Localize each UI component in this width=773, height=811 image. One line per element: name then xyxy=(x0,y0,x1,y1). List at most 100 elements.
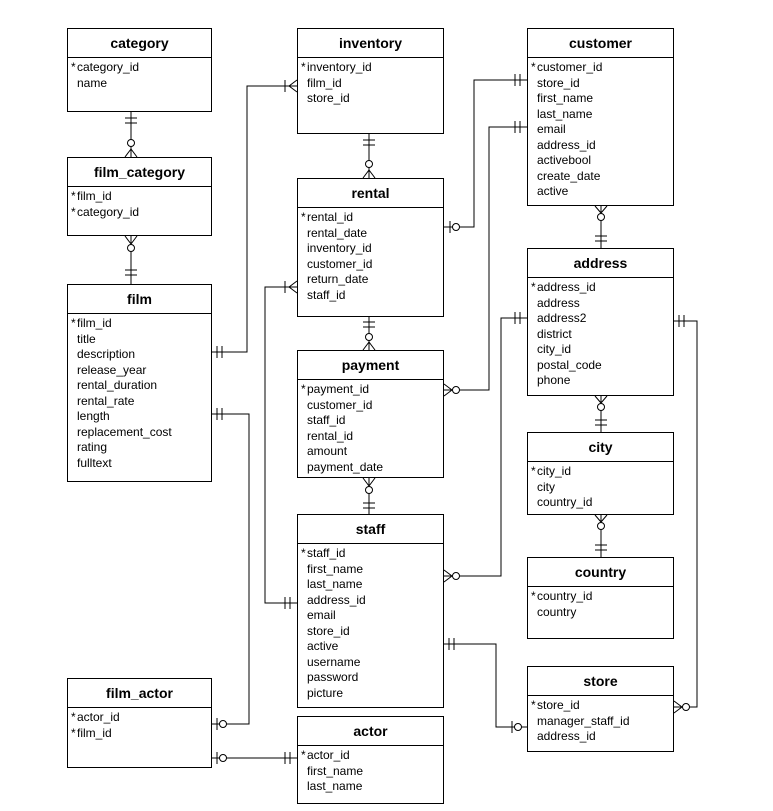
field-name: actor_id xyxy=(77,710,120,724)
rel-staff-payment xyxy=(362,477,376,514)
field-row: country_id xyxy=(528,495,673,511)
field-list: *staff_id first_name last_name address_i… xyxy=(298,544,443,701)
field-list: *film_id title description release_year … xyxy=(68,314,211,471)
field-row: film_id xyxy=(298,76,443,92)
field-name: address_id xyxy=(537,280,596,294)
field-name: staff_id xyxy=(307,546,346,560)
field-row: *city_id xyxy=(528,464,673,480)
primary-key-marker: * xyxy=(71,710,76,724)
field-name: rental_rate xyxy=(77,393,135,408)
entity-title: store xyxy=(528,667,673,696)
rel-staff-rental xyxy=(264,280,298,609)
field-row: description xyxy=(68,347,211,363)
field-row: store_id xyxy=(528,76,673,92)
entity-category[interactable]: category *category_id name xyxy=(67,28,212,112)
field-name: category_id xyxy=(77,60,140,74)
field-row: address2 xyxy=(528,311,673,327)
field-name: create_date xyxy=(537,168,601,183)
field-row: last_name xyxy=(528,107,673,123)
primary-key-marker: * xyxy=(531,280,536,294)
field-name: address_id xyxy=(307,592,366,607)
field-list: *country_id country xyxy=(528,587,673,620)
entity-staff[interactable]: staff *staff_id first_name last_name add… xyxy=(297,514,444,708)
primary-key-marker: * xyxy=(71,316,76,330)
field-row: country xyxy=(528,605,673,621)
field-row: payment_date xyxy=(298,460,443,476)
field-name: username xyxy=(307,654,361,669)
primary-key-marker: * xyxy=(301,210,306,224)
field-name: film_id xyxy=(77,725,112,740)
entity-actor[interactable]: actor *actor_id first_name last_name xyxy=(297,716,444,804)
field-list: *actor_id *film_id xyxy=(68,708,211,741)
field-list: *store_id manager_staff_id address_id xyxy=(528,696,673,745)
rel-category-film-category xyxy=(124,112,138,158)
entity-title: payment xyxy=(298,351,443,380)
field-row: activebool xyxy=(528,153,673,169)
field-name: last_name xyxy=(307,577,363,591)
field-row: length xyxy=(68,409,211,425)
field-name: store_id xyxy=(537,698,580,712)
primary-key-marker: * xyxy=(71,204,76,219)
field-row: fulltext xyxy=(68,456,211,472)
entity-title: inventory xyxy=(298,29,443,58)
entity-city[interactable]: city *city_id city country_id xyxy=(527,432,674,515)
field-name: country xyxy=(537,604,577,619)
field-name: manager_staff_id xyxy=(537,713,630,728)
entity-film-category[interactable]: film_category *film_id *category_id xyxy=(67,157,212,236)
field-name: description xyxy=(77,347,136,361)
field-name: country_id xyxy=(537,589,593,603)
field-list: *film_id *category_id xyxy=(68,187,211,220)
field-row: active xyxy=(528,184,673,200)
field-row: store_id xyxy=(298,91,443,107)
field-list: *rental_id rental_date inventory_id cust… xyxy=(298,208,443,303)
entity-film-actor[interactable]: film_actor *actor_id *film_id xyxy=(67,678,212,768)
field-row: *country_id xyxy=(528,589,673,605)
field-name: film_id xyxy=(307,75,342,90)
rel-film-film-actor xyxy=(212,408,250,730)
field-name: payment_id xyxy=(307,382,370,396)
field-row: address_id xyxy=(298,593,443,609)
field-name: last_name xyxy=(537,106,593,121)
entity-address[interactable]: address *address_id address address2 dis… xyxy=(527,248,674,396)
field-row: first_name xyxy=(298,562,443,578)
field-row: active xyxy=(298,639,443,655)
primary-key-marker: * xyxy=(71,189,76,203)
entity-store[interactable]: store *store_id manager_staff_id address… xyxy=(527,666,674,752)
field-name: customer_id xyxy=(307,397,373,412)
entity-payment[interactable]: payment *payment_id customer_id staff_id… xyxy=(297,350,444,478)
field-row: *film_id xyxy=(68,316,211,332)
field-name: district xyxy=(537,326,572,341)
field-name: first_name xyxy=(537,91,594,105)
field-list: *address_id address address2 district ci… xyxy=(528,278,673,389)
entity-title: film_actor xyxy=(68,679,211,708)
field-name: fulltext xyxy=(77,455,112,470)
field-name: city_id xyxy=(537,342,572,356)
field-row: name xyxy=(68,76,211,92)
entity-title: staff xyxy=(298,515,443,544)
entity-film[interactable]: film *film_id title description release_… xyxy=(67,284,212,482)
entity-inventory[interactable]: inventory *inventory_id film_id store_id xyxy=(297,28,444,134)
field-name: email xyxy=(307,608,336,622)
primary-key-marker: * xyxy=(301,546,306,560)
field-name: inventory_id xyxy=(307,241,372,255)
entity-customer[interactable]: customer *customer_id store_id first_nam… xyxy=(527,28,674,206)
field-row: *inventory_id xyxy=(298,60,443,76)
entity-country[interactable]: country *country_id country xyxy=(527,557,674,639)
field-name: rental_id xyxy=(307,428,354,443)
field-row: inventory_id xyxy=(298,241,443,257)
field-list: *customer_id store_id first_name last_na… xyxy=(528,58,673,200)
rel-rental-payment xyxy=(362,317,376,351)
field-name: length xyxy=(77,409,110,423)
field-name: postal_code xyxy=(537,357,602,372)
field-name: customer_id xyxy=(537,60,603,74)
field-name: rental_date xyxy=(307,225,368,240)
field-row: release_year xyxy=(68,363,211,379)
field-name: staff_id xyxy=(307,287,346,302)
field-row: rating xyxy=(68,440,211,456)
field-row: city_id xyxy=(528,342,673,358)
primary-key-marker: * xyxy=(301,382,306,396)
entity-rental[interactable]: rental *rental_id rental_date inventory_… xyxy=(297,178,444,317)
field-row: *actor_id xyxy=(68,710,211,726)
rel-city-address xyxy=(594,395,608,432)
